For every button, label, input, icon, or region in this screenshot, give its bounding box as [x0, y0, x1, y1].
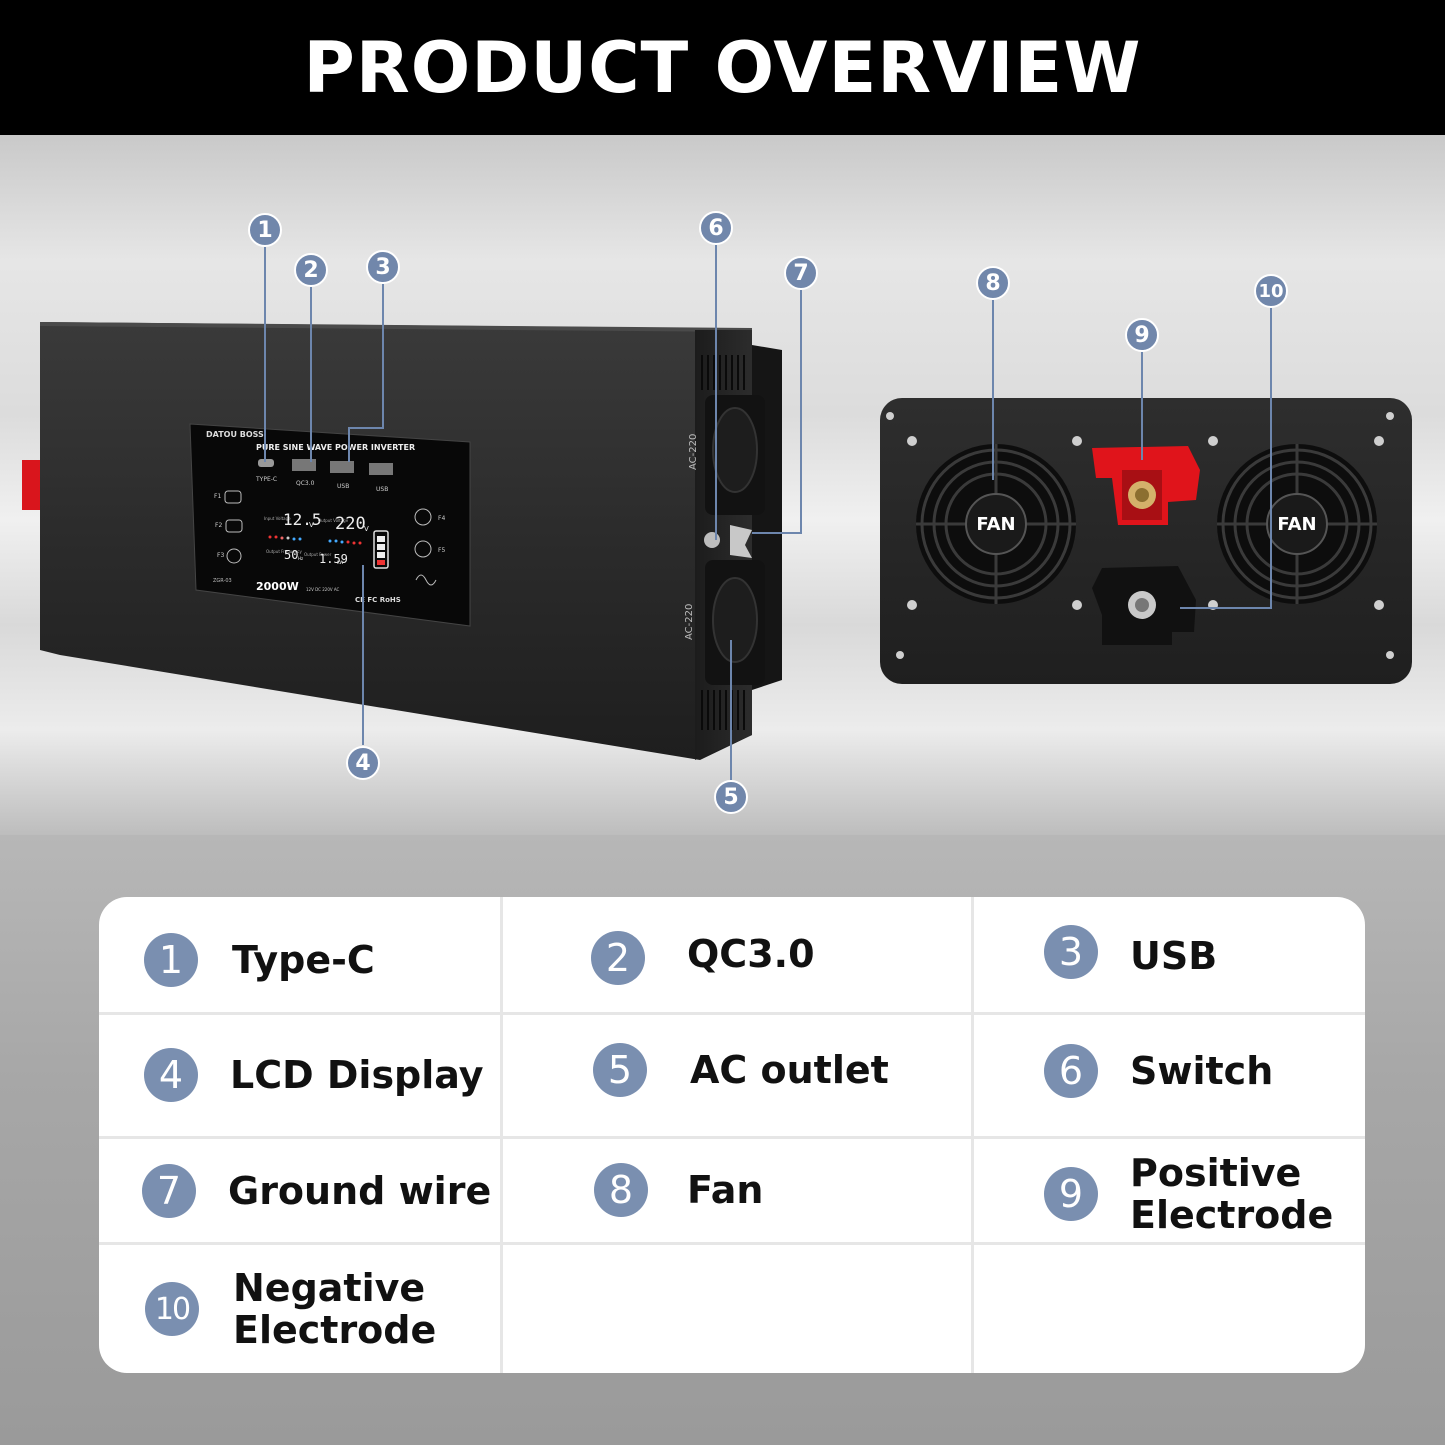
battery-icon: [373, 530, 389, 569]
input-voltage-value: 12.5: [283, 510, 322, 529]
positive-terminal: [1092, 446, 1200, 525]
inverter-back-view: FAN FAN: [880, 398, 1412, 684]
callout-6: 6: [699, 211, 733, 245]
callout-3: 3: [366, 250, 400, 284]
column-divider: [500, 897, 503, 1373]
frequency-value: 50: [284, 548, 298, 562]
frequency-label: Output Frequency: [266, 549, 302, 554]
legend-item-type-c: 1 Type-C: [144, 933, 375, 987]
callout-7: 7: [784, 256, 818, 290]
legend-item-ac-outlet: 5 AC outlet: [593, 1043, 889, 1097]
callout-10: 10: [1254, 274, 1288, 308]
leader-lines: [264, 245, 1272, 780]
port-label-typec: TYPE-C: [255, 476, 277, 483]
fuse-label-f2: F2: [215, 522, 222, 529]
legend-table: 1 Type-C 2 QC3.0 3 USB 4 LCD Display 5 A…: [99, 897, 1365, 1373]
output-voltage-value: 220: [335, 514, 366, 534]
port-label-usb-2: USB: [376, 486, 388, 493]
legend-label: Ground wire: [228, 1169, 492, 1213]
legend-label: Positive Electrode: [1130, 1151, 1334, 1237]
control-panel: [189, 423, 471, 627]
header-banner: PRODUCT OVERVIEW: [0, 0, 1445, 135]
row-divider: [99, 1136, 1365, 1139]
fuse-label-f3: F3: [217, 552, 224, 559]
fuse-label-f5: F5: [438, 547, 445, 554]
fan-left: FAN: [916, 444, 1076, 604]
qc3-port: [292, 459, 316, 471]
port-label-qc3: QC3.0: [296, 480, 315, 487]
positive-terminal-left: [22, 460, 44, 510]
panel-title: PURE SINE WAVE POWER INVERTER: [256, 443, 415, 452]
wattage-label: 2000W: [256, 580, 299, 593]
negative-terminal: [1092, 566, 1196, 645]
callout-8: 8: [976, 266, 1010, 300]
frequency-unit: Hz: [298, 556, 303, 561]
fuse-label-f1: F1: [214, 493, 221, 500]
output-voltage-unit: V: [364, 525, 369, 533]
power-value: 1.59: [319, 552, 348, 566]
input-voltage-unit: V: [309, 521, 314, 529]
fan-right-label: FAN: [1277, 514, 1316, 535]
callout-2: 2: [294, 253, 328, 287]
legend-number: 1: [144, 933, 198, 987]
port-label-usb-1: USB: [337, 483, 349, 490]
legend-number: 8: [594, 1163, 648, 1217]
fuse-label-f4: F4: [438, 515, 445, 522]
power-switch: [704, 532, 720, 548]
usb-port-2: [369, 463, 393, 475]
legend-label: Type-C: [232, 938, 375, 982]
legend-label: Switch: [1130, 1049, 1274, 1093]
legend-label: Negative Electrode: [233, 1266, 437, 1352]
side-label-upper: AC-220: [688, 434, 699, 470]
legend-number: 2: [591, 931, 645, 985]
fan-right: FAN: [1217, 444, 1377, 604]
type-c-port: [258, 459, 274, 467]
input-voltage-label: Input Voltage: [264, 516, 291, 521]
callout-4: 4: [346, 746, 380, 780]
row-divider: [99, 1012, 1365, 1015]
legend-number: 6: [1044, 1044, 1098, 1098]
legend-number: 10: [145, 1282, 199, 1336]
legend-label: QC3.0: [687, 932, 815, 976]
row-divider: [99, 1242, 1365, 1245]
legend-label: Fan: [687, 1168, 764, 1212]
fan-left-label: FAN: [976, 514, 1015, 535]
model-label: ZGR-03: [213, 578, 232, 584]
flow-indicator: [268, 535, 362, 545]
legend-number: 4: [144, 1048, 198, 1102]
power-unit: KW: [337, 560, 343, 565]
brand-label: DATOU BOSS: [206, 430, 264, 439]
column-divider: [971, 897, 974, 1373]
usb-port-1: [330, 461, 354, 473]
callout-9: 9: [1125, 318, 1159, 352]
legend-item-switch: 6 Switch: [1044, 1044, 1273, 1098]
ground-wingnut: [730, 525, 752, 558]
legend-label: USB: [1130, 934, 1218, 978]
power-label: Output Power: [304, 552, 332, 557]
cert-label: CE FC RoHS: [355, 596, 401, 604]
legend-number: 9: [1044, 1167, 1098, 1221]
legend-number: 5: [593, 1043, 647, 1097]
legend-label: LCD Display: [230, 1053, 484, 1097]
side-label-lower: AC-220: [684, 604, 695, 640]
legend-item-ground-wire: 7 Ground wire: [142, 1164, 491, 1218]
inverter-front-view: AC-220 AC-220 DATOU BOSS PURE SINE WAVE …: [22, 322, 782, 760]
legend-item-lcd-display: 4 LCD Display: [144, 1048, 484, 1102]
legend-item-positive-electrode: 9 Positive Electrode: [1044, 1152, 1340, 1236]
legend-item-qc3: 2 QC3.0: [591, 931, 815, 985]
callout-1: 1: [248, 213, 282, 247]
legend-number: 3: [1044, 925, 1098, 979]
spec-label: 12V DC 220V AC: [306, 587, 340, 592]
legend-item-negative-electrode: 10 Negative Electrode: [145, 1267, 443, 1351]
legend-label: AC outlet: [690, 1048, 889, 1092]
output-voltage-label: Output Voltage: [318, 518, 349, 523]
legend-item-fan: 8 Fan: [594, 1163, 763, 1217]
callout-5: 5: [714, 780, 748, 814]
legend-number: 7: [142, 1164, 196, 1218]
page-title: PRODUCT OVERVIEW: [303, 26, 1142, 109]
sine-wave-icon: [415, 574, 437, 586]
legend-item-usb: 3 USB: [1044, 925, 1217, 979]
